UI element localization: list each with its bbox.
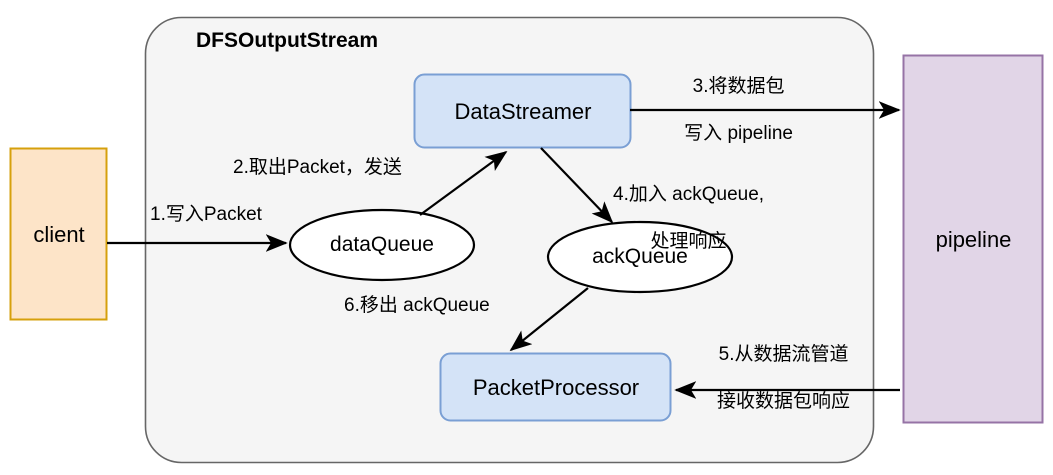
- dfsoutputstream-container: [144, 16, 875, 464]
- client-node-shape[interactable]: [9, 147, 108, 321]
- datastreamer-node-shape[interactable]: [413, 73, 632, 149]
- edge-4-line: [540, 147, 614, 224]
- edge-6-line: [509, 287, 589, 352]
- edge-2-line: [419, 150, 508, 216]
- dataqueue-node-shape[interactable]: [288, 208, 476, 282]
- container-title: DFSOutputStream: [196, 29, 379, 52]
- pipeline-node-shape[interactable]: [902, 54, 1044, 424]
- ackqueue-node-shape[interactable]: [546, 220, 734, 294]
- packetprocessor-node-shape[interactable]: [439, 352, 672, 422]
